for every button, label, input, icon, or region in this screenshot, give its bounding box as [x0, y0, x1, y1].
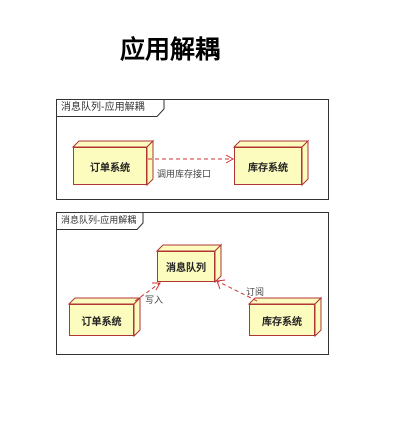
frame-label-1: 消息队列-应用解耦 — [57, 100, 165, 117]
call-inventory-label: 调用库存接口 — [157, 170, 212, 180]
inventory-node-shape-2 — [247, 296, 323, 338]
inventory-system-label: 库存系统 — [248, 162, 288, 174]
frame-tab-shape — [57, 100, 165, 117]
order-system-label: 订单系统 — [90, 162, 130, 174]
call-arrow-head — [225, 154, 235, 164]
order-system-node[interactable]: 订单系统 — [73, 147, 147, 185]
order-system-label-2: 订单系统 — [81, 316, 122, 328]
write-arrow-line — [134, 282, 161, 302]
inventory-system-label-2: 库存系统 — [262, 316, 302, 328]
subscribe-arrow-head — [216, 279, 226, 290]
message-queue-label: 消息队列 — [166, 263, 206, 274]
inventory-system-node[interactable]: 库存系统 — [234, 147, 302, 185]
diagram1-connections — [71, 139, 310, 187]
write-arrow-head — [152, 282, 161, 291]
queue-node-shape — [155, 243, 223, 284]
diagram2-connections — [67, 243, 323, 338]
diagram-frame-1: 消息队列-应用解耦 订单系统 库存系统 调用库存接口 — [56, 99, 329, 200]
order-system-node-2[interactable]: 订单系统 — [69, 304, 134, 336]
inventory-node-shape-1 — [232, 139, 310, 187]
order-node-shape-1 — [71, 139, 155, 187]
frame-tab-shape — [57, 213, 144, 230]
inventory-system-node-2[interactable]: 库存系统 — [249, 304, 315, 336]
message-queue-node[interactable]: 消息队列 — [157, 251, 215, 282]
subscribe-arrow-line — [216, 280, 258, 302]
diagram-frame-2: 消息队列-应用解耦 消息队列 订单系统 库存系统 写入 订阅 — [56, 212, 329, 355]
page-title: 应用解耦 — [119, 35, 220, 64]
subscribe-label: 订阅 — [246, 288, 265, 298]
write-label: 写入 — [145, 296, 164, 306]
frame-label-2: 消息队列-应用解耦 — [57, 213, 144, 230]
